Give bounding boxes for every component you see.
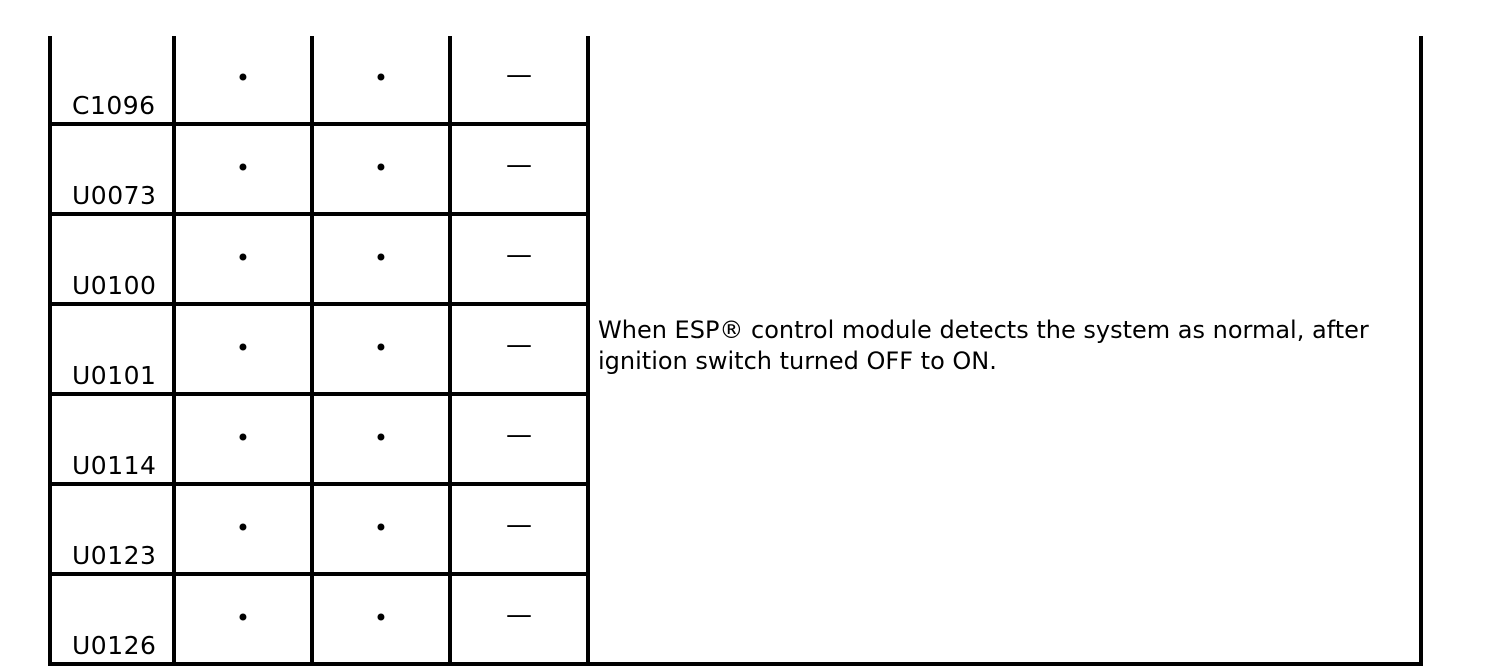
mark-cell: • xyxy=(172,482,314,576)
mark-cell: — xyxy=(448,212,590,306)
bullet-mark: • xyxy=(373,64,389,92)
dtc-code: U0114 xyxy=(48,392,176,486)
mark-cell: • xyxy=(310,302,452,396)
mark-cell: • xyxy=(172,212,314,306)
bullet-mark: • xyxy=(235,514,251,542)
dtc-code: C1096 xyxy=(48,36,176,126)
dash-mark: — xyxy=(506,330,532,360)
mark-cell: — xyxy=(448,302,590,396)
table-row: U0100 • • — xyxy=(48,212,1421,306)
dtc-code: U0073 xyxy=(48,122,176,216)
bullet-mark: • xyxy=(373,154,389,182)
table-row: U0123 • • — xyxy=(48,482,1421,576)
mark-cell: — xyxy=(448,392,590,486)
mark-cell: • xyxy=(172,392,314,486)
bullet-mark: • xyxy=(235,64,251,92)
mark-cell: • xyxy=(172,36,314,126)
dash-mark: — xyxy=(506,150,532,180)
mark-cell: — xyxy=(448,572,590,666)
bullet-mark: • xyxy=(235,154,251,182)
bullet-mark: • xyxy=(235,604,251,632)
bullet-mark: • xyxy=(373,424,389,452)
dash-mark: — xyxy=(506,600,532,630)
dtc-code: U0126 xyxy=(48,572,176,666)
bullet-mark: • xyxy=(373,244,389,272)
mark-cell: — xyxy=(448,36,590,126)
bullet-mark: • xyxy=(373,334,389,362)
mark-cell: • xyxy=(310,482,452,576)
dash-mark: — xyxy=(506,60,532,90)
table-row: U0114 • • — xyxy=(48,392,1421,486)
dash-mark: — xyxy=(506,420,532,450)
bullet-mark: • xyxy=(235,424,251,452)
mark-cell: • xyxy=(310,392,452,486)
dtc-code: U0101 xyxy=(48,302,176,396)
mark-cell: • xyxy=(310,572,452,666)
dtc-code: U0123 xyxy=(48,482,176,576)
dash-mark: — xyxy=(506,240,532,270)
mark-cell: • xyxy=(172,572,314,666)
mark-cell: • xyxy=(172,302,314,396)
table-row: U0101 • • — xyxy=(48,302,1421,396)
dtc-code: U0100 xyxy=(48,212,176,306)
mark-cell: • xyxy=(172,122,314,216)
table-row: C1096 • • — When ESP® control module det… xyxy=(48,36,1423,666)
condition-cell: When ESP® control module detects the sys… xyxy=(586,36,1423,666)
condition-text: When ESP® control module detects the sys… xyxy=(598,316,1369,375)
dtc-table: C1096 • • — When ESP® control module det… xyxy=(48,36,1423,666)
mark-cell: — xyxy=(448,122,590,216)
mark-cell: • xyxy=(310,122,452,216)
mark-cell: • xyxy=(310,36,452,126)
mark-cell: — xyxy=(448,482,590,576)
bullet-mark: • xyxy=(373,604,389,632)
dash-mark: — xyxy=(506,510,532,540)
bullet-mark: • xyxy=(373,514,389,542)
mark-cell: • xyxy=(310,212,452,306)
bullet-mark: • xyxy=(235,244,251,272)
table-row: U0073 • • — xyxy=(48,122,1421,216)
bullet-mark: • xyxy=(235,334,251,362)
